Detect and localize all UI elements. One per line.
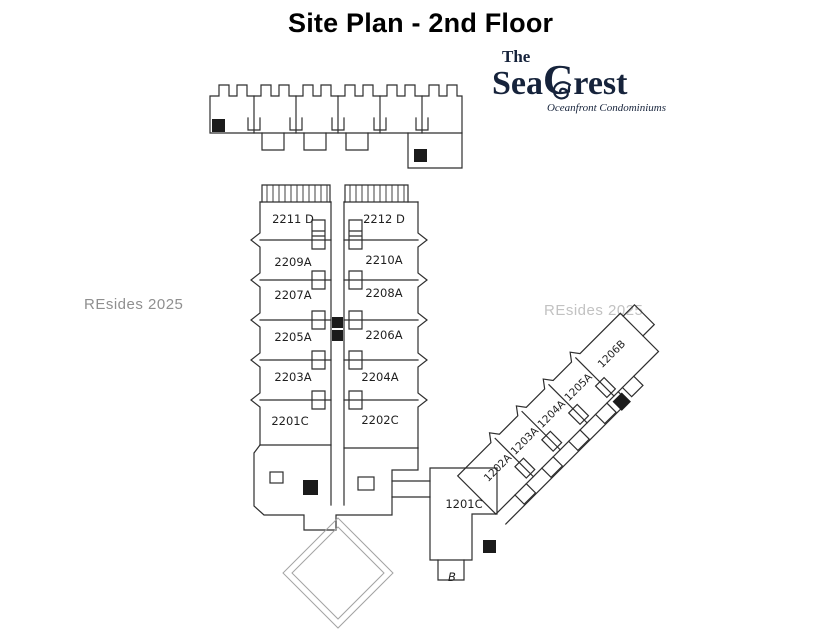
unit-1201c-stub xyxy=(437,559,465,581)
north-wing-right-bay-wall xyxy=(417,201,428,449)
unit-label-2201c: 2201C xyxy=(271,414,308,428)
pool-deck xyxy=(282,517,394,629)
top-building-dividers xyxy=(253,95,423,134)
lobby xyxy=(253,444,431,531)
lobby-connector-corridor xyxy=(391,480,431,498)
unit-label-1204a: 1204A xyxy=(536,398,569,431)
unit-divider-lines xyxy=(259,239,419,401)
unit-label-2211d: 2211 D xyxy=(272,212,314,226)
logo-the: The xyxy=(502,47,531,66)
unit-bath-closets-left xyxy=(311,219,326,410)
unit-label-1201c: 1201C xyxy=(445,497,482,511)
unit-label-2202c: 2202C xyxy=(361,413,398,427)
diagonal-wing-closets xyxy=(514,376,617,479)
logo-c: C xyxy=(543,60,573,102)
lobby-room xyxy=(357,476,375,491)
unit-label-2210a: 2210A xyxy=(365,253,402,267)
north-wing-top-bottom-edges xyxy=(259,201,419,449)
unit-label-2208a: 2208A xyxy=(365,286,402,300)
stair-core-icon xyxy=(414,149,427,162)
corridor-walls xyxy=(330,201,345,506)
balcony-comb-right xyxy=(344,184,409,203)
logo-rest: rest xyxy=(573,65,628,102)
lobby-room xyxy=(269,471,284,484)
unit-1201c-outline xyxy=(429,467,498,561)
unit-bath-closets-right xyxy=(348,219,363,410)
page-title: Site Plan - 2nd Floor xyxy=(288,8,554,38)
logo-subtitle: Oceanfront Condominiums xyxy=(546,102,666,115)
unit-label-2206a: 2206A xyxy=(365,328,402,342)
wave-icon xyxy=(552,81,572,100)
lobby-outline xyxy=(253,444,419,531)
unit-label-2204a: 2204A xyxy=(361,370,398,384)
diagonal-wing: 1202A 1203A 1204A 1205A 1206B xyxy=(456,303,660,525)
unit-label-1205a: 1205A xyxy=(562,371,595,404)
top-building-closets xyxy=(247,117,429,131)
unit-label-2212d: 2212 D xyxy=(363,212,405,226)
diagonal-wing-porches xyxy=(514,375,644,506)
balcony-comb-left xyxy=(261,184,331,203)
unit-labels: 2211 D 2209A 2207A 2205A 2203A 2201C 221… xyxy=(271,212,482,584)
unit-label-2203a: 2203A xyxy=(274,370,311,384)
watermark-left: REsides 2025 xyxy=(84,296,184,313)
stair-core-icon xyxy=(483,540,496,553)
diagonal-wing-outline xyxy=(456,312,660,515)
diagonal-wing-dividers xyxy=(494,356,615,478)
top-building-outline xyxy=(209,84,463,134)
stair-core-icon xyxy=(303,480,318,495)
top-building xyxy=(209,84,463,169)
north-wing-left-bay-wall xyxy=(250,201,261,446)
unit-label-1203a: 1203A xyxy=(509,424,542,457)
annotation-b: B xyxy=(448,570,456,584)
unit-label-2207a: 2207A xyxy=(274,288,311,302)
unit-1201c-block xyxy=(429,467,498,581)
unit-label-1206b: 1206B xyxy=(596,338,628,370)
elevator-icon xyxy=(332,317,343,328)
stair-core-icon xyxy=(212,119,225,132)
logo-sea: Sea xyxy=(492,65,543,102)
top-building-entry-stubs xyxy=(261,132,369,151)
top-building-right-extension xyxy=(407,132,463,169)
unit-label-2205a: 2205A xyxy=(274,330,311,344)
north-wing xyxy=(250,201,428,506)
unit-label-2209a: 2209A xyxy=(274,255,311,269)
diagonal-wing-end-cap xyxy=(622,303,656,337)
elevator-icon xyxy=(332,330,343,341)
